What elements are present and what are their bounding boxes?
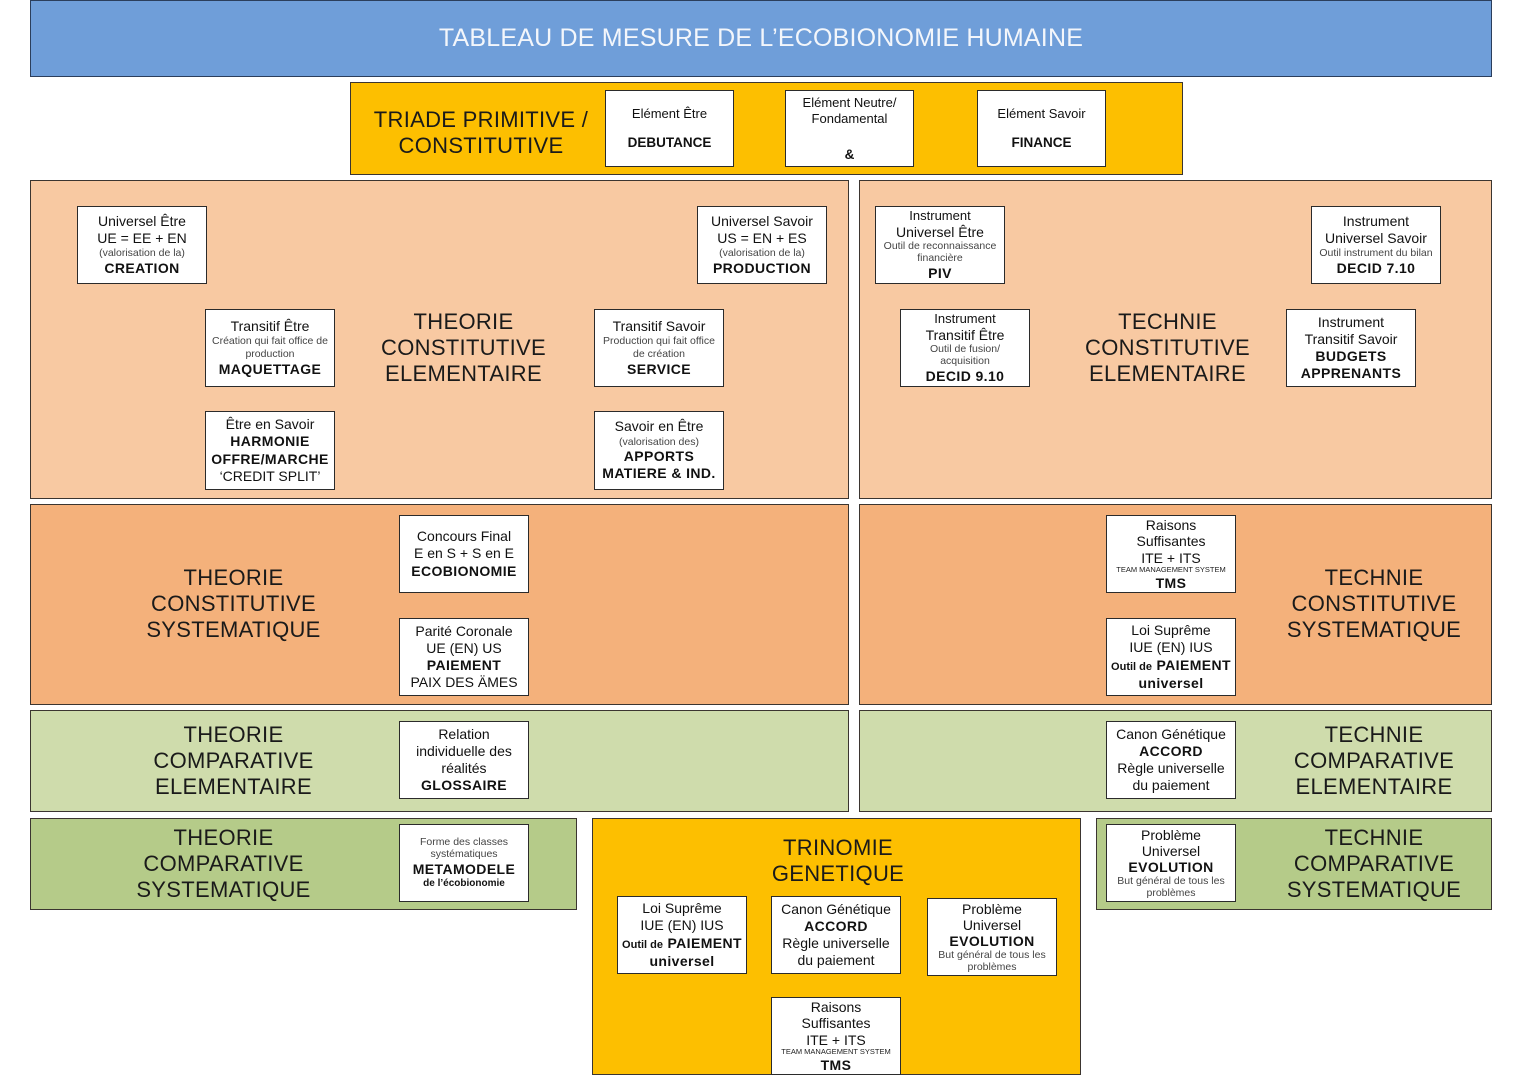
technie-constitutive-elementaire-title: TECHNIE CONSTITUTIVE ELEMENTAIRE — [1085, 309, 1250, 386]
triade-label-line1: TRIADE PRIMITIVE / — [373, 107, 589, 132]
technie-comparative-elementaire-panel: TECHNIE COMPARATIVE ELEMENTAIRE Canon Gé… — [859, 710, 1492, 812]
trinomie-raisons-suffisantes-box: Raisons Suffisantes ITE + ITS TEAM MANAG… — [771, 997, 901, 1075]
instrument-transitif-savoir-box: Instrument Transitif Savoir BUDGETS APPR… — [1286, 309, 1416, 387]
theorie-comparative-elementaire-panel: THEORIE COMPARATIVE ELEMENTAIRE Relation… — [30, 710, 849, 812]
metamodele-box: Forme des classes systématiques METAMODE… — [399, 824, 529, 902]
triade-panel: TRIADE PRIMITIVE / CONSTITUTIVE Elément … — [350, 82, 1183, 175]
universel-savoir-box: Universel Savoir US = EN + ES (valorisat… — [697, 206, 827, 284]
glossaire-box: Relation individuelle des réalités GLOSS… — [399, 721, 529, 799]
theorie-constitutive-elementaire-panel: THEORIE CONSTITUTIVE ELEMENTAIRE Univers… — [30, 180, 849, 499]
raisons-suffisantes-box: Raisons Suffisantes ITE + ITS TEAM MANAG… — [1106, 515, 1236, 593]
triade-label: TRIADE PRIMITIVE / CONSTITUTIVE — [361, 107, 601, 159]
etre-en-savoir-box: Être en Savoir HARMONIE OFFRE/MARCHE ‘CR… — [205, 411, 335, 490]
element-savoir-box: Elément Savoir FINANCE — [977, 90, 1106, 167]
trinomie-probleme-universel-box: Problème Universel EVOLUTION But général… — [927, 898, 1057, 976]
element-savoir-value: FINANCE — [1011, 134, 1072, 150]
technie-comparative-systematique-title: TECHNIE COMPARATIVE SYSTEMATIQUE — [1286, 825, 1462, 902]
technie-constitutive-systematique-panel: TECHNIE CONSTITUTIVE SYSTEMATIQUE Raison… — [859, 504, 1492, 705]
element-savoir-label: Elément Savoir — [997, 105, 1086, 121]
element-etre-label: Elément Être — [631, 105, 708, 121]
theorie-comparative-systematique-panel: THEORIE COMPARATIVE SYSTEMATIQUE Forme d… — [30, 818, 577, 910]
universel-etre-box: Universel Être UE = EE + EN (valorisatio… — [77, 206, 207, 284]
element-neutre-box: Elément Neutre/ Fondamental & — [785, 90, 914, 167]
theorie-constitutive-elementaire-title: THEORIE CONSTITUTIVE ELEMENTAIRE — [381, 309, 546, 386]
element-neutre-value: & — [844, 146, 855, 162]
trinomie-genetique-panel: TRINOMIE GENETIQUE Loi Suprême IUE (EN) … — [592, 818, 1081, 1075]
probleme-universel-box: Problème Universel EVOLUTION But général… — [1106, 824, 1236, 902]
technie-comparative-elementaire-title: TECHNIE COMPARATIVE ELEMENTAIRE — [1293, 722, 1455, 799]
transitif-savoir-box: Transitif Savoir Production qui fait off… — [594, 309, 724, 387]
theorie-constitutive-systematique-panel: THEORIE CONSTITUTIVE SYSTEMATIQUE Concou… — [30, 504, 849, 705]
instrument-transitif-etre-box: Instrument Transitif Être Outil de fusio… — [900, 309, 1030, 387]
theorie-constitutive-systematique-title: THEORIE CONSTITUTIVE SYSTEMATIQUE — [146, 565, 321, 642]
title-bar: TABLEAU DE MESURE DE L’ECOBIONOMIE HUMAI… — [30, 0, 1492, 77]
loi-supreme-box: Loi Suprême IUE (EN) IUS Outil de PAIEME… — [1106, 618, 1236, 696]
triade-label-line2: CONSTITUTIVE — [398, 133, 564, 158]
parite-coronale-box: Parité Coronale UE (EN) US PAIEMENT PAIX… — [399, 618, 529, 696]
element-etre-box: Elément Être DEBUTANCE — [605, 90, 734, 167]
savoir-en-etre-box: Savoir en Être (valorisation des) APPORT… — [594, 411, 724, 490]
technie-constitutive-systematique-title: TECHNIE CONSTITUTIVE SYSTEMATIQUE — [1286, 565, 1462, 642]
element-neutre-label-2: Fondamental — [811, 110, 888, 126]
trinomie-canon-genetique-box: Canon Génétique ACCORD Règle universelle… — [771, 896, 901, 974]
element-etre-value: DEBUTANCE — [627, 134, 712, 150]
instrument-universel-etre-box: Instrument Universel Être Outil de recon… — [875, 206, 1005, 284]
element-neutre-label: Elément Neutre/ — [802, 95, 897, 110]
concours-final-box: Concours Final E en S + S en E ECOBIONOM… — [399, 515, 529, 593]
theorie-comparative-elementaire-title: THEORIE COMPARATIVE ELEMENTAIRE — [153, 722, 314, 799]
trinomie-loi-supreme-box: Loi Suprême IUE (EN) IUS Outil de PAIEME… — [617, 896, 747, 974]
instrument-universel-savoir-box: Instrument Universel Savoir Outil instru… — [1311, 206, 1441, 284]
canon-genetique-box: Canon Génétique ACCORD Règle universelle… — [1106, 721, 1236, 799]
technie-comparative-systematique-panel: TECHNIE COMPARATIVE SYSTEMATIQUE Problèm… — [1096, 818, 1492, 910]
trinomie-genetique-title: TRINOMIE GENETIQUE — [771, 835, 905, 886]
page-title: TABLEAU DE MESURE DE L’ECOBIONOMIE HUMAI… — [438, 24, 1084, 52]
theorie-comparative-systematique-title: THEORIE COMPARATIVE SYSTEMATIQUE — [136, 825, 311, 902]
transitif-etre-box: Transitif Être Création qui fait office … — [205, 309, 335, 387]
technie-constitutive-elementaire-panel: TECHNIE CONSTITUTIVE ELEMENTAIRE Instrum… — [859, 180, 1492, 499]
